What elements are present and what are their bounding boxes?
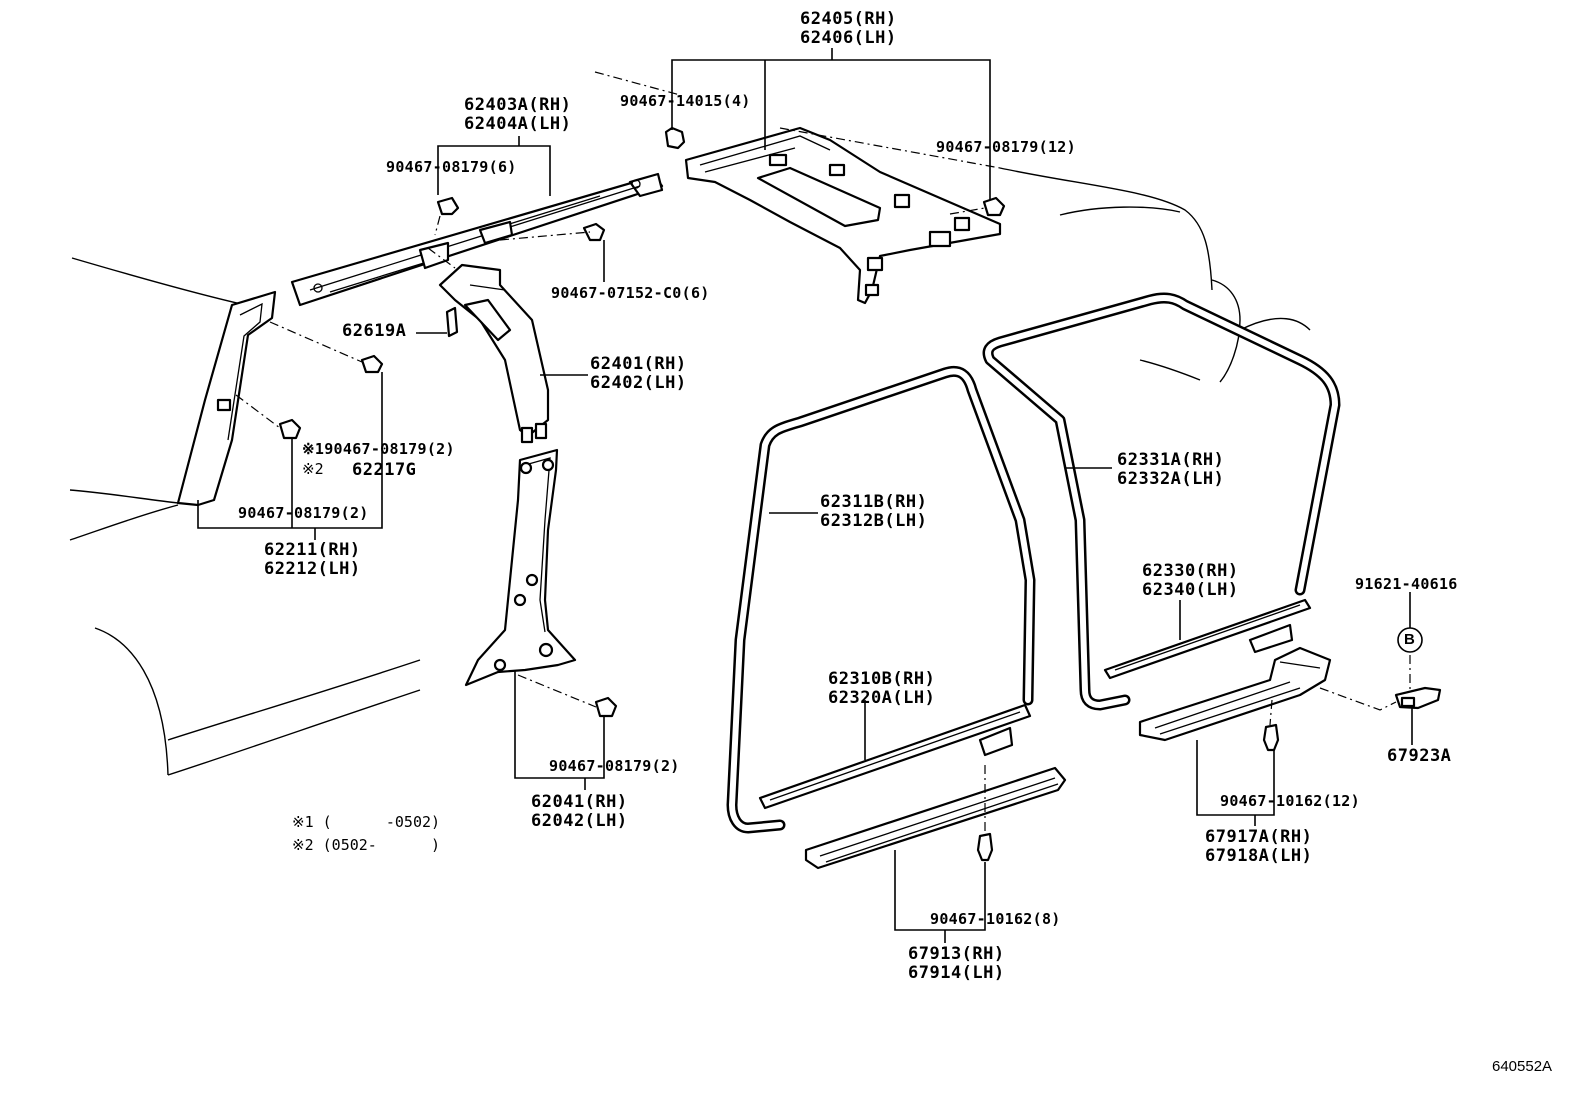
- label-90467-08179-2-note1: ※190467-08179(2): [302, 440, 455, 458]
- label-62211: 62211(RH) 62212(LH): [264, 540, 361, 579]
- label-90467-08179-6: 90467-08179(6): [386, 158, 517, 176]
- label-62311b: 62311B(RH) 62312B(LH): [820, 492, 928, 531]
- label-90467-10162-12: 90467-10162(12): [1220, 792, 1360, 810]
- label-90467-08179-2-a-pillar: 90467-08179(2): [238, 504, 369, 522]
- roof-side-inner-panel-62405: [684, 126, 1002, 305]
- label-67917a: 67917A(RH) 67918A(LH): [1205, 827, 1313, 866]
- leader-lines: [197, 48, 1413, 943]
- label-62331a: 62331A(RH) 62332A(LH): [1117, 450, 1225, 489]
- label-90467-10162-8: 90467-10162(8): [930, 910, 1061, 928]
- label-62403a: 62403A(RH) 62404A(LH): [464, 95, 572, 134]
- label-note2-mark: ※2: [302, 460, 324, 478]
- label-91621-40616: 91621-40616: [1355, 575, 1458, 593]
- b-marker-circle: [1397, 627, 1423, 653]
- bracket-67923a: [1394, 686, 1442, 710]
- label-62310b: 62310B(RH) 62320A(LH): [828, 669, 936, 708]
- label-62405: 62405(RH) 62406(LH): [800, 9, 897, 48]
- label-62217g: 62217G: [352, 460, 417, 480]
- label-90467-07152-c0: 90467-07152-C0(6): [551, 284, 710, 302]
- label-90467-08179-12: 90467-08179(12): [936, 138, 1076, 156]
- clips: [278, 126, 1280, 862]
- b-pillar-upper-trim-62401: [438, 263, 550, 444]
- front-scuff-plate-62310b: [758, 703, 1032, 810]
- label-62619a: 62619A: [342, 321, 407, 341]
- label-67913: 67913(RH) 67914(LH): [908, 944, 1005, 983]
- rear-door-weatherstrip-62331a: [982, 292, 1341, 711]
- front-step-plate-67913: [804, 766, 1067, 870]
- a-pillar-trim-62211: [176, 290, 277, 507]
- note-1: ※1 ( -0502): [292, 813, 441, 831]
- roof-side-rail-62403a: [290, 172, 664, 307]
- rear-step-plate-67917a: [1138, 646, 1332, 742]
- diagram-reference-code: 640552A: [1492, 1058, 1553, 1075]
- b-pillar-lower-trim-62041: [464, 448, 577, 687]
- front-door-weatherstrip-62311b: [726, 365, 1036, 834]
- label-90467-14015: 90467-14015(4): [620, 92, 751, 110]
- label-90467-08179-2-b-pillar: 90467-08179(2): [549, 757, 680, 775]
- body-outline: [69, 167, 1311, 776]
- label-62041: 62041(RH) 62042(LH): [531, 792, 628, 831]
- label-62401: 62401(RH) 62402(LH): [590, 354, 687, 393]
- note-2: ※2 (0502- ): [292, 836, 441, 854]
- rear-scuff-plate-62330: [1103, 598, 1312, 680]
- label-67923a: 67923A: [1387, 746, 1452, 766]
- label-62330: 62330(RH) 62340(LH): [1142, 561, 1239, 600]
- bracket-62619a: [445, 306, 459, 338]
- b-marker-letter: B: [1404, 631, 1415, 648]
- phantom-lines: [235, 71, 1411, 832]
